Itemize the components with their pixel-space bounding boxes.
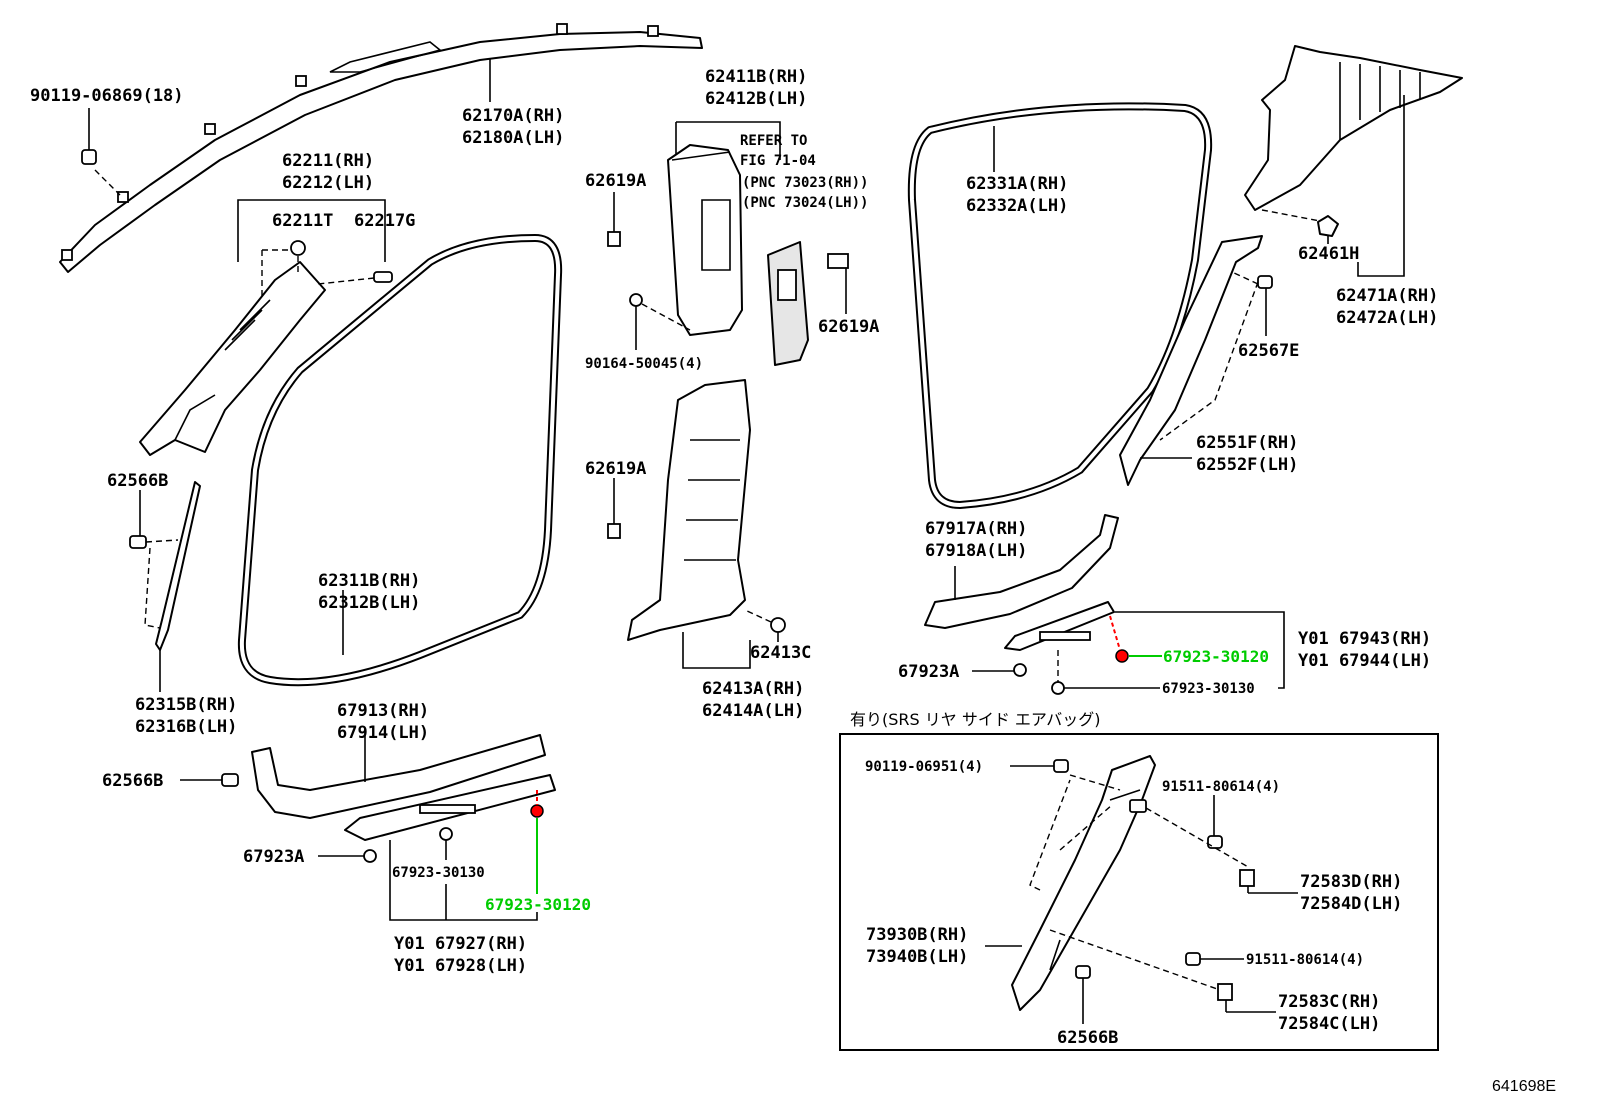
label-62551F: 62551F(RH) — [1196, 433, 1298, 453]
label-refer-4: (PNC 73024(LH)) — [742, 195, 868, 211]
label-62472A: 62472A(LH) — [1336, 308, 1438, 328]
label-73940B: 73940B(LH) — [866, 947, 968, 967]
label-62331A: 62331A(RH) — [966, 174, 1068, 194]
seatbelt-adjuster-part — [767, 241, 809, 366]
label-90119-06951: 90119-06951(4) — [865, 759, 983, 775]
pillar-garnish-srs-part — [1011, 755, 1156, 1011]
label-62414A: 62414A(LH) — [702, 701, 804, 721]
label-62413C: 62413C — [750, 643, 811, 663]
label-62315B: 62315B(RH) — [135, 695, 237, 715]
label-62217G: 62217G — [354, 211, 415, 231]
label-62567E: 62567E — [1238, 341, 1299, 361]
label-Y01-67944: Y01 67944(LH) — [1298, 651, 1431, 671]
label-67918A: 67918A(LH) — [925, 541, 1027, 561]
front-door-seal-part — [237, 233, 563, 687]
highlighted-clip-rear — [1115, 649, 1129, 663]
label-Y01-67928: Y01 67928(LH) — [394, 956, 527, 976]
label-67914: 67914(LH) — [337, 723, 429, 743]
label-62619A-2: 62619A — [818, 317, 879, 337]
center-pillar-upper-part — [667, 144, 743, 336]
label-67917A: 67917A(RH) — [925, 519, 1027, 539]
label-Y01-67927: Y01 67927(RH) — [394, 934, 527, 954]
srs-inset-frame — [839, 733, 1439, 1051]
label-67923-30130-2: 67923-30130 — [392, 865, 485, 881]
front-scuff-plate-part — [251, 734, 556, 841]
label-67923A-1: 67923A — [898, 662, 959, 682]
label-62312B: 62312B(LH) — [318, 593, 420, 613]
rear-weatherstrip-part — [1119, 235, 1263, 486]
label-62413A: 62413A(RH) — [702, 679, 804, 699]
label-62619A-1: 62619A — [585, 171, 646, 191]
quarter-garnish-part — [1244, 45, 1463, 211]
label-refer-3: (PNC 73023(RH)) — [742, 175, 868, 191]
label-67913: 67913(RH) — [337, 701, 429, 721]
center-pillar-lower-part — [627, 379, 751, 641]
label-90119-06869: 90119-06869(18) — [30, 86, 184, 106]
label-62471A: 62471A(RH) — [1336, 286, 1438, 306]
label-62411B: 62411B(RH) — [705, 67, 807, 87]
label-62211T: 62211T — [272, 211, 333, 231]
label-67923A-2: 67923A — [243, 847, 304, 867]
label-Y01-67943: Y01 67943(RH) — [1298, 629, 1431, 649]
label-62412B: 62412B(LH) — [705, 89, 807, 109]
label-62566B-3: 62566B — [1057, 1028, 1118, 1048]
label-72583C: 72583C(RH) — [1278, 992, 1380, 1012]
roof-rail-part — [59, 23, 703, 273]
label-refer-2: FIG 71-04 — [740, 153, 816, 169]
label-72584C: 72584C(LH) — [1278, 1014, 1380, 1034]
label-62170A: 62170A(RH) — [462, 106, 564, 126]
srs-inset-header: 有り(SRS リヤ サイド エアバッグ) — [850, 710, 1101, 729]
label-73930B: 73930B(RH) — [866, 925, 968, 945]
label-62180A: 62180A(LH) — [462, 128, 564, 148]
label-90164-50045: 90164-50045(4) — [585, 356, 703, 372]
rear-scuff-plate-part — [924, 514, 1119, 651]
label-62566B-2: 62566B — [102, 771, 163, 791]
figure-code: 641698E — [1492, 1078, 1556, 1095]
label-67923-30130-1: 67923-30130 — [1162, 681, 1255, 697]
highlighted-clip-front — [530, 804, 544, 818]
label-91511-80614-a: 91511-80614(4) — [1162, 779, 1280, 795]
label-91511-80614-b: 91511-80614(4) — [1246, 952, 1364, 968]
label-62461H: 62461H — [1298, 244, 1359, 264]
label-67923-30120-2: 67923-30120 — [485, 895, 591, 914]
clip-90119-06869 — [81, 108, 97, 165]
label-62212: 62212(LH) — [282, 173, 374, 193]
label-62332A: 62332A(LH) — [966, 196, 1068, 216]
label-72584D: 72584D(LH) — [1300, 894, 1402, 914]
label-62552F: 62552F(LH) — [1196, 455, 1298, 475]
label-72583D: 72583D(RH) — [1300, 872, 1402, 892]
label-62316B: 62316B(LH) — [135, 717, 237, 737]
label-62566B-1: 62566B — [107, 471, 168, 491]
label-refer-1: REFER TO — [740, 133, 807, 149]
rear-door-seal-part — [907, 102, 1213, 510]
front-pillar-garnish-part — [139, 261, 326, 456]
label-62311B: 62311B(RH) — [318, 571, 420, 591]
label-62619A-3: 62619A — [585, 459, 646, 479]
label-62211: 62211(RH) — [282, 151, 374, 171]
front-weatherstrip-part — [155, 481, 201, 651]
label-67923-30120-1: 67923-30120 — [1163, 647, 1269, 666]
